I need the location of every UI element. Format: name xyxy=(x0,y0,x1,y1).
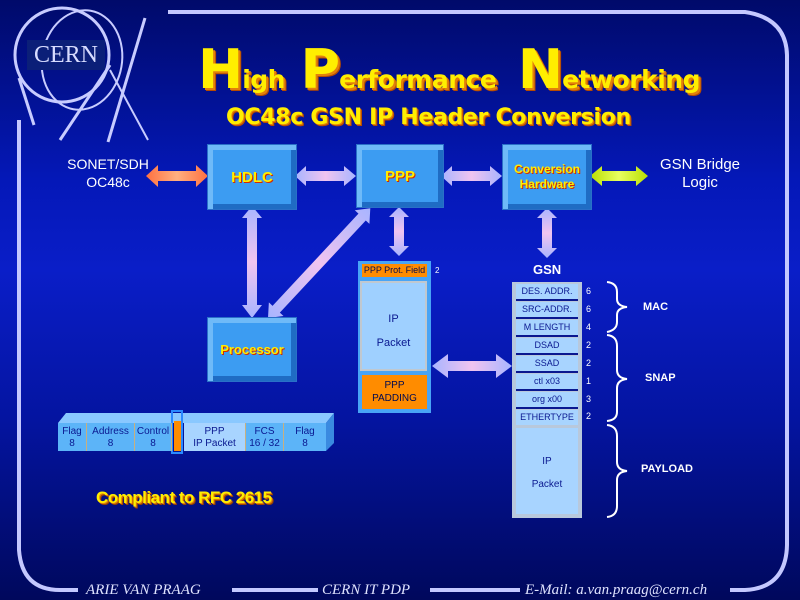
hdlc-field-line1: Control xyxy=(136,426,170,437)
bridge-line1: GSN Bridge xyxy=(659,156,741,173)
mac-label: MAC xyxy=(643,301,669,313)
gsn-field-size: 6 xyxy=(586,304,592,314)
hdlc-field-line1: PPP xyxy=(204,426,225,437)
gsn-field: SSAD xyxy=(516,356,578,373)
gsn-payload-ip-packet: IP Packet xyxy=(516,428,578,514)
hdlc-field-line2: 8 xyxy=(69,438,75,449)
hdlc-field-line2: 8 xyxy=(107,438,114,449)
title-igh: igh xyxy=(242,65,285,94)
hdlc-block: HDLC xyxy=(207,144,297,210)
payload-label: PAYLOAD xyxy=(641,463,693,475)
title-p: P xyxy=(300,38,341,101)
cern-logo-rings xyxy=(13,6,149,143)
gsn-bridge-logic-label: GSN Bridge Logic xyxy=(640,156,760,192)
page-title: High Performance Networking xyxy=(198,38,700,101)
title-h: H xyxy=(198,38,243,101)
ppp-frame-stack: PPP Prot. Field IP Packet PPP PADDING xyxy=(358,261,431,413)
conversion-line2: Hardware xyxy=(519,177,575,191)
gsn-field-size: 2 xyxy=(586,411,592,421)
processor-block: Processor xyxy=(207,317,297,382)
hdlc-field-line1: Flag xyxy=(295,426,315,437)
footer-email: E-Mail: a.van.praag@cern.ch xyxy=(525,582,708,598)
gsn-field: M LENGTH xyxy=(516,320,578,337)
arrow-ppp-conversion xyxy=(441,166,502,186)
ppp-ip-packet: IP Packet xyxy=(360,281,427,371)
gsn-field-size: 3 xyxy=(586,394,592,404)
arrow-hdlc-processor xyxy=(242,206,262,318)
arrow-sonet-hdlc xyxy=(146,165,208,187)
conversion-line1: Conversion xyxy=(513,162,580,176)
hdlc-field-line2: 16 / 32 xyxy=(249,438,280,449)
hdlc-field-line1: Address xyxy=(92,426,129,437)
gsn-payload-line2: Packet xyxy=(531,479,563,490)
page-subtitle: OC48c GSN IP Header Conversion xyxy=(226,105,631,130)
gsn-field-size: 1 xyxy=(586,376,592,386)
arrow-hdlc-ppp xyxy=(295,166,356,186)
footer-author: ARIE VAN PRAAG xyxy=(86,582,201,598)
rfc-compliance-label: Compliant to RFC 2615 xyxy=(96,488,272,507)
gsn-payload-line1: IP xyxy=(542,456,552,467)
gsn-field-size: 4 xyxy=(586,322,592,332)
gsn-field-size: 2 xyxy=(586,358,592,368)
gsn-field: DES. ADDR. xyxy=(516,284,578,301)
arrow-conversion-bridge xyxy=(590,166,648,186)
sonet-label-line1: SONET/SDH xyxy=(67,156,149,172)
ppp-ip-line2: Packet xyxy=(376,337,411,349)
title-erformance: erformance xyxy=(339,65,497,94)
hdlc-field-line1: Flag xyxy=(62,426,82,437)
ppp-padding-line2: PADDING xyxy=(372,393,417,404)
hdlc-frame-bar-3d xyxy=(58,410,334,454)
ppp-prot-field: PPP Prot. Field xyxy=(362,264,427,277)
gsn-field: ETHERTYPE xyxy=(516,410,578,425)
conversion-hardware-block: Conversion Hardware xyxy=(502,144,592,210)
hdlc-field-line2: 8 xyxy=(150,438,156,449)
ppp-ip-line1: IP xyxy=(388,313,399,325)
ppp-protocol-marker xyxy=(174,421,181,451)
ppp-prot-field-size: 2 xyxy=(435,266,440,275)
ppp-padding-line1: PPP xyxy=(384,380,405,391)
cern-logo: CERN xyxy=(27,40,105,70)
hdlc-field-line2: 8 xyxy=(302,438,308,449)
gsn-field: SRC-ADDR. xyxy=(516,302,578,319)
ppp-padding: PPP PADDING xyxy=(362,375,427,409)
arrow-pppframe-gsn xyxy=(432,354,512,378)
gsn-label: GSN xyxy=(533,262,562,277)
ppp-block: PPP xyxy=(356,144,444,208)
frame-border xyxy=(17,10,789,592)
gsn-field-size: 6 xyxy=(586,286,592,296)
braces xyxy=(606,281,628,518)
gsn-field: org x00 xyxy=(516,392,578,409)
gsn-field: ctl x03 xyxy=(516,374,578,391)
sonet-label: SONET/SDH OC48c xyxy=(58,155,158,191)
hdlc-field-line1: FCS xyxy=(254,426,275,437)
hdlc-field-line2: IP Packet xyxy=(193,438,236,449)
footer-department: CERN IT PDP xyxy=(322,582,411,598)
gsn-field: DSAD xyxy=(516,338,578,355)
gsn-field-stack: DES. ADDR. SRC-ADDR. M LENGTH DSAD SSAD … xyxy=(512,282,582,518)
arrow-ppp-processor xyxy=(268,208,371,318)
bridge-line2: Logic xyxy=(682,174,718,191)
snap-label: SNAP xyxy=(645,372,676,384)
title-etworking: etworking xyxy=(562,65,700,94)
arrow-conversion-gsn xyxy=(537,208,557,258)
title-n: N xyxy=(517,38,563,101)
sonet-label-line2: OC48c xyxy=(86,174,130,190)
gsn-field-size: 2 xyxy=(586,340,592,350)
arrow-ppp-pppframe xyxy=(389,207,409,256)
